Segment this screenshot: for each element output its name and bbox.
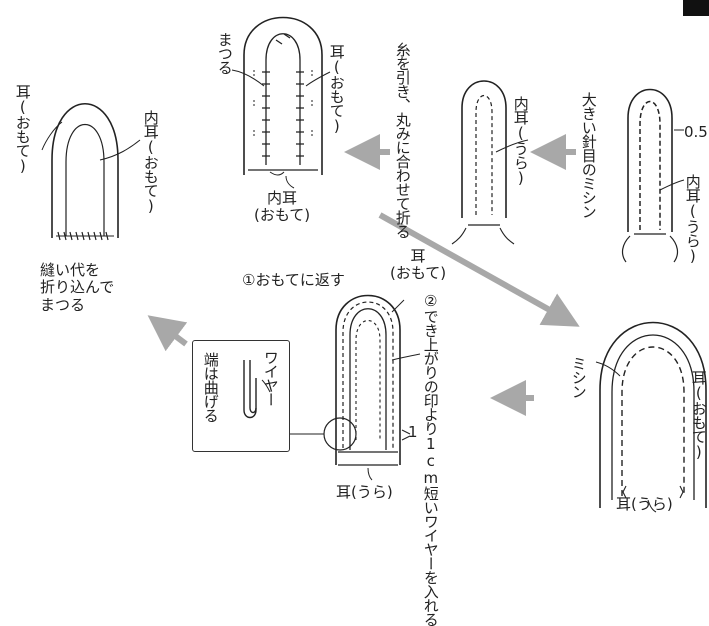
label-step5-inner-ear: 内耳(おもて) — [141, 110, 160, 214]
label-step2-inner-ear: 内耳(うら) — [683, 174, 702, 264]
label-step6-ear: 耳 (おもて) — [390, 247, 447, 283]
label-step6-one: 1 — [408, 423, 418, 441]
sewing-diagram — [41, 16, 707, 513]
wire-inset-box — [192, 340, 290, 452]
label-step1-ear-front: 耳(おもて) — [689, 370, 708, 460]
arrow-step6-to-step5 — [147, 315, 188, 352]
label-step6-turn: ①おもてに返す — [242, 271, 345, 289]
flow-arrows — [147, 134, 580, 416]
large-stitch-strip-shape — [621, 88, 685, 263]
label-step2-measure: 0.5 — [684, 123, 708, 141]
label-step6-wire: ②でき上がりの印より1cm短いワイヤーを入れる — [421, 292, 440, 626]
label-step2-large-stitch: 大きい針目のミシン — [579, 92, 598, 218]
label-step4-matsuru: まつる — [215, 32, 234, 74]
machine-stitch-shape — [595, 321, 707, 513]
label-step3-instruction: 糸を引き、丸みに合わせて折る — [393, 42, 412, 238]
label-step3-inner-ear: 内耳(うら) — [511, 96, 530, 186]
label-step6-ear-back: 耳(うら) — [336, 483, 393, 501]
matsuru-ear-shape — [231, 16, 331, 189]
label-step1-ear-back: 耳(うら) — [616, 495, 673, 513]
label-inset-wire: ワイヤー — [261, 350, 280, 406]
folded-strip-shape — [451, 80, 529, 245]
label-step4-ear: 耳(おもて) — [327, 44, 346, 134]
turned-strip-shape — [290, 294, 421, 481]
page-corner-tab — [683, 0, 709, 16]
label-step5-ear: 耳(おもて) — [13, 84, 32, 174]
label-step1-machine: ミシン — [569, 356, 588, 398]
wire-inset-drawing — [243, 360, 271, 419]
label-inset-bend: 端は曲げる — [201, 352, 220, 422]
arrow-step4-to-step1 — [378, 212, 580, 327]
label-step5-instruction: 縫い代を 折り込んで まつる — [40, 261, 115, 314]
finished-ear-shape — [41, 103, 141, 241]
label-step4-inner-ear: 内耳 (おもて) — [254, 189, 311, 225]
